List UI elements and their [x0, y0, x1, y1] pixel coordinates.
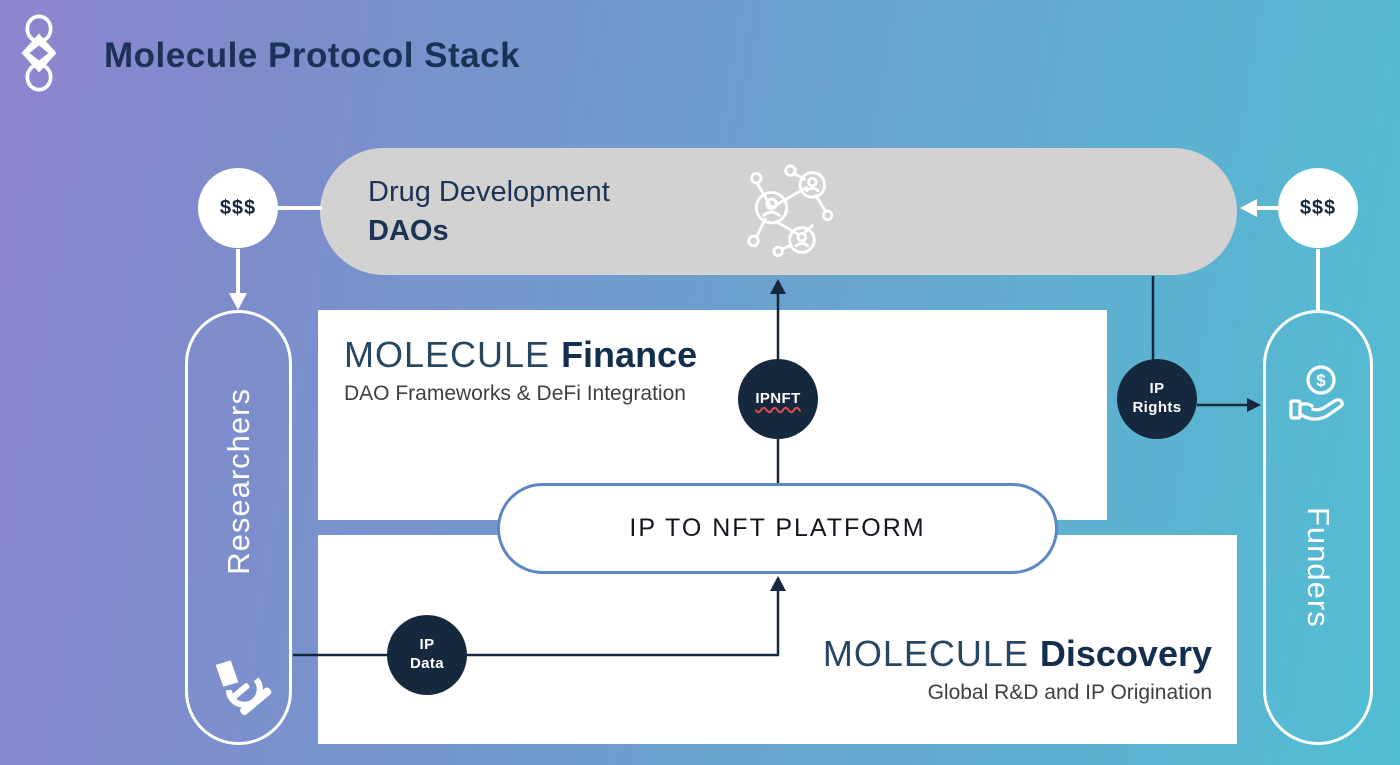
- microscope-icon: [215, 660, 271, 716]
- money-right-label: $$$: [1299, 196, 1337, 219]
- researchers-label: Researchers: [220, 388, 256, 575]
- discovery-text: MOLECULE Discovery Global R&D and IP Ori…: [823, 633, 1212, 705]
- finance-text: MOLECULE Finance DAO Frameworks & DeFi I…: [344, 334, 697, 406]
- finance-title: MOLECULE Finance: [344, 334, 697, 376]
- molecule-logo-icon: [21, 14, 57, 92]
- researchers-pill: Researchers: [185, 310, 292, 745]
- finance-name: Finance: [561, 334, 698, 375]
- finance-subtitle: DAO Frameworks & DeFi Integration: [344, 382, 686, 405]
- discovery-subtitle: Global R&D and IP Origination: [927, 681, 1212, 704]
- platform-label: IP TO NFT PLATFORM: [629, 514, 926, 542]
- researchers-label-wrap: Researchers: [221, 313, 257, 650]
- discovery-name: Discovery: [1039, 633, 1212, 674]
- daos-line2: DAOs: [368, 214, 449, 247]
- discovery-brand: MOLECULE: [822, 633, 1040, 674]
- funders-pill: $ Funders: [1263, 310, 1373, 745]
- ip-data-line1: IP: [419, 636, 435, 654]
- daos-label: Drug Development DAOs: [320, 173, 610, 250]
- ip-data-circle: IP Data: [387, 615, 467, 695]
- daos-line1: Drug Development: [368, 176, 610, 209]
- finance-brand: MOLECULE: [344, 334, 562, 375]
- ipnft-circle: IPNFT: [738, 359, 818, 439]
- funders-label: Funders: [1301, 507, 1336, 628]
- arrowhead-left-daos: [1240, 199, 1257, 217]
- ip-data-line2: Data: [409, 655, 445, 672]
- ip-rights-circle: IP Rights: [1117, 359, 1197, 439]
- coin-hand-icon: $: [1289, 365, 1344, 421]
- ip-rights-line1: IP: [1149, 380, 1165, 398]
- money-circle-left: $$$: [198, 168, 278, 248]
- discovery-title: MOLECULE Discovery: [823, 633, 1212, 675]
- arrowhead-down-researchers: [229, 293, 247, 310]
- ip-rights-line2: Rights: [1132, 399, 1182, 416]
- page-title: Molecule Protocol Stack: [104, 36, 521, 75]
- arrowhead-right-funders: [1247, 398, 1261, 412]
- dao-network-icon: [747, 164, 834, 258]
- funders-label-wrap: Funders: [1300, 433, 1336, 742]
- money-left-label: $$$: [219, 196, 257, 219]
- ipnft-label: IPNFT: [755, 389, 801, 407]
- money-circle-right: $$$: [1278, 168, 1358, 248]
- drug-development-daos-pill: Drug Development DAOs: [320, 148, 1237, 275]
- arrowhead-up-daos: [770, 279, 786, 294]
- coin-dollar-symbol: $: [1316, 371, 1326, 390]
- ip-to-nft-platform-pill: IP TO NFT PLATFORM: [497, 483, 1058, 574]
